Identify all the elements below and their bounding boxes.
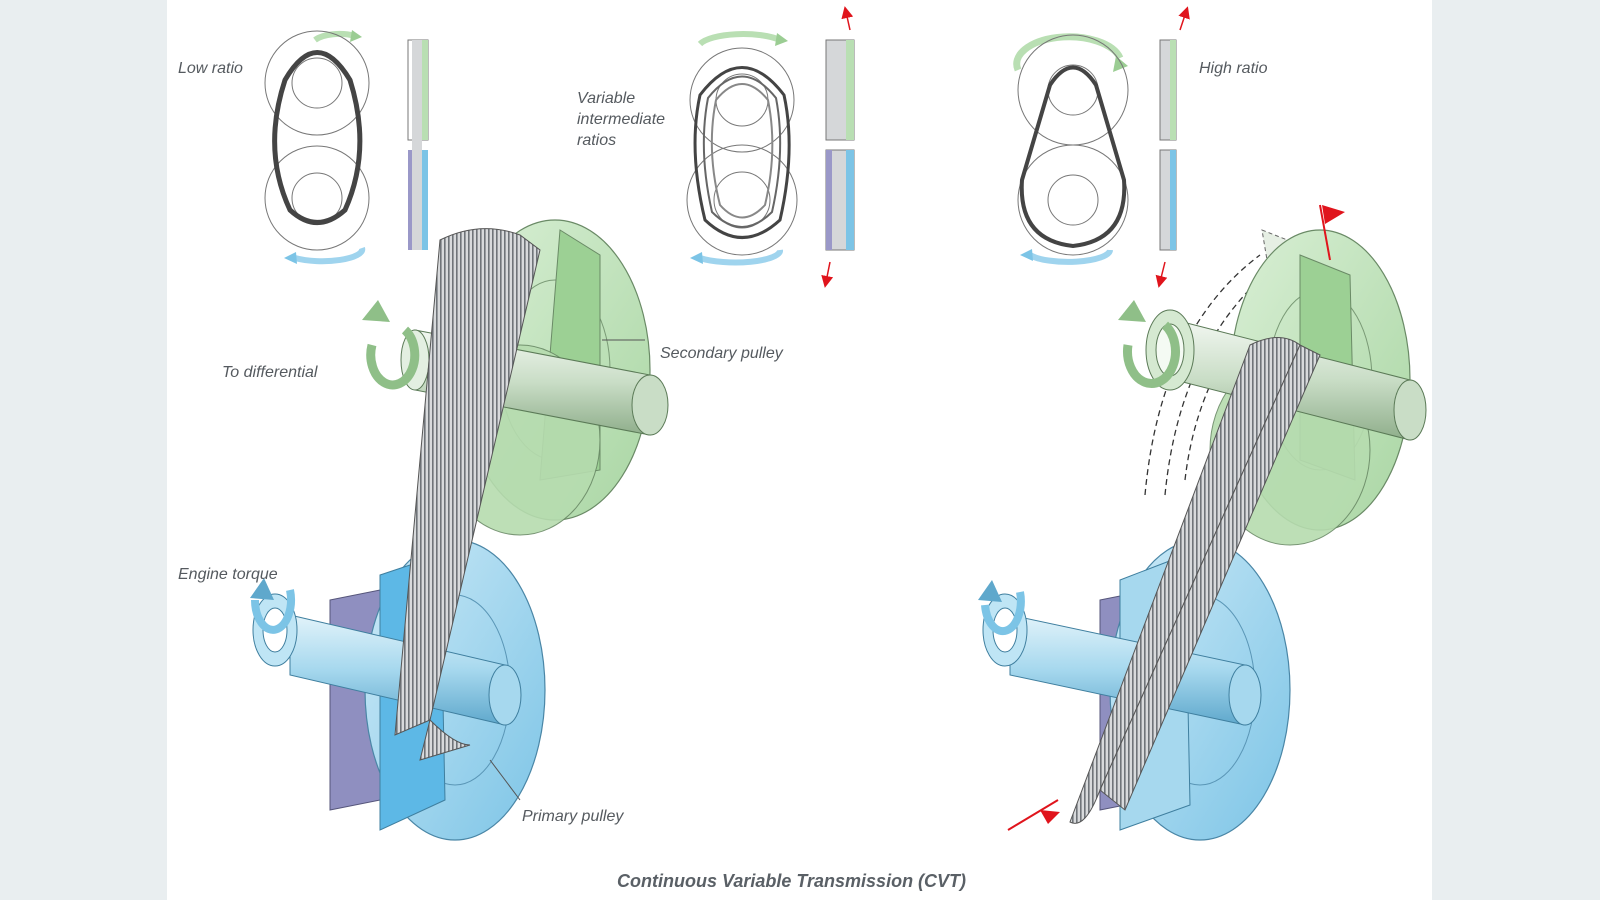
diagram-caption: Continuous Variable Transmission (CVT) (617, 871, 966, 891)
shift-arrow-red-icon (1178, 6, 1190, 31)
right-cvt-assembly (978, 204, 1427, 841)
rotation-arrow-blue-icon (251, 589, 295, 634)
label-primary-pulley: Primary pulley (522, 808, 624, 825)
belt (394, 228, 541, 736)
left-cvt-assembly: Secondary pulley To differential Engine … (178, 219, 784, 841)
high-ratio-diagram: High ratio (1013, 6, 1268, 288)
label-variable-2: intermediate (577, 111, 665, 128)
label-secondary-pulley: Secondary pulley (660, 345, 784, 362)
label-variable-3: ratios (577, 132, 616, 149)
rotation-arrow-blue-icon (981, 591, 1025, 636)
rotation-arrow-green-icon (313, 30, 356, 43)
shift-arrow-red-icon (841, 6, 854, 31)
shift-arrow-red-icon (1155, 261, 1168, 288)
shift-arrow-red-icon (1319, 204, 1331, 261)
variable-ratio-diagram: Variable intermediate ratios (577, 6, 855, 288)
rotation-arrow-green-icon (1123, 321, 1180, 388)
label-high-ratio: High ratio (1199, 60, 1268, 77)
rotation-arrow-green-icon (697, 31, 782, 47)
rotation-arrow-green-icon (366, 326, 420, 390)
shift-arrow-red-icon (1007, 799, 1059, 831)
label-engine-torque: Engine torque (178, 566, 278, 583)
rotation-arrow-blue-icon (294, 247, 366, 265)
shift-arrow-red-icon (821, 261, 834, 288)
rotation-arrow-blue-icon (699, 249, 783, 266)
label-to-differential: To differential (222, 364, 318, 381)
rotation-arrow-blue-icon (1028, 249, 1113, 265)
low-ratio-diagram: Low ratio (178, 30, 429, 265)
label-low-ratio: Low ratio (178, 60, 243, 77)
label-variable-1: Variable (577, 90, 635, 107)
